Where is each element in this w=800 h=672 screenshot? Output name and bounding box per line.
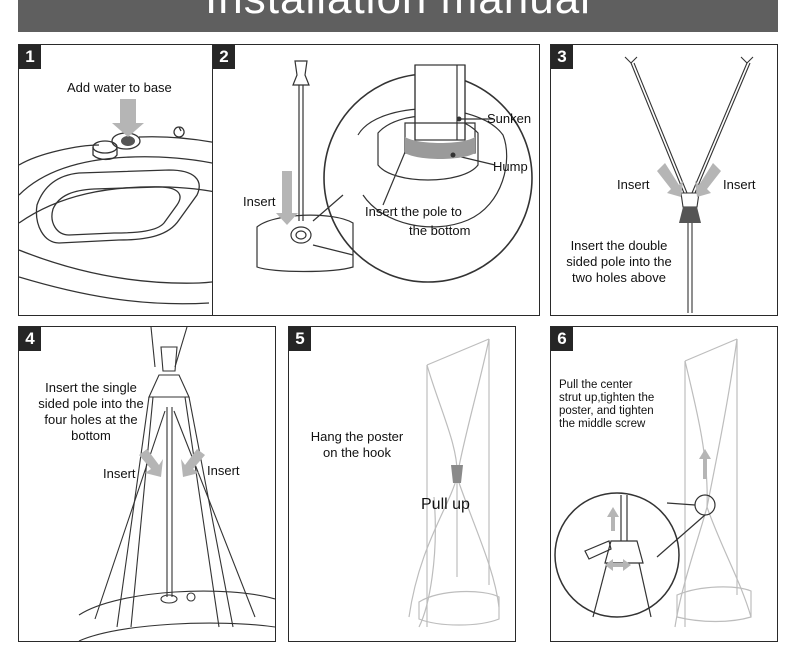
step-number-badge: 2 xyxy=(213,45,235,69)
insert-right-label: Insert xyxy=(207,463,240,478)
pull-up-label: Pull up xyxy=(421,496,470,513)
step-2-instruction-line-1: Insert the pole to xyxy=(365,204,462,219)
step-4-instruction-line-3: four holes at the xyxy=(44,412,138,427)
step-4-panel: 4 Insert the single sided pole into the … xyxy=(18,326,276,642)
step-number-badge: 4 xyxy=(19,327,41,351)
step-2-instruction-line-2: the bottom xyxy=(409,223,471,238)
double-pole-illustration xyxy=(624,56,754,313)
insert-left-label: Insert xyxy=(617,177,650,192)
step-3-instruction-line-3: two holes above xyxy=(572,270,666,285)
step-number-badge: 5 xyxy=(289,327,311,351)
step-6-instruction-line-1: Pull the center xyxy=(559,379,633,391)
header-banner: Installation manual xyxy=(18,0,778,32)
step-4-instruction-line-4: bottom xyxy=(71,428,111,443)
page-title: Installation manual xyxy=(18,0,778,24)
hang-poster-illustration xyxy=(408,338,500,628)
step-3-panel: 3 Insert Insert Insert the double sided … xyxy=(550,44,778,316)
step-4-instruction-line-2: sided pole into the xyxy=(38,396,144,411)
step-5-instruction-line-2: on the hook xyxy=(323,445,391,460)
step-5-instruction-line-1: Hang the poster xyxy=(310,429,404,444)
pole-insert-illustration xyxy=(256,60,533,283)
insert-label: Insert xyxy=(243,194,276,209)
hump-label: Hump xyxy=(493,159,528,174)
step-number-badge: 1 xyxy=(19,45,41,69)
step-4-instruction-line-1: Insert the single xyxy=(45,380,137,395)
step-1-label: Add water to base xyxy=(67,80,172,95)
step-3-instruction: Insert the double sided pole into the tw… xyxy=(553,238,685,286)
step-number-badge: 3 xyxy=(551,45,573,69)
step-3-instruction-line-2: sided pole into the xyxy=(566,254,672,269)
step-4-instruction: Insert the single sided pole into the fo… xyxy=(23,380,159,444)
step-6-instruction-line-3: poster, and tighten xyxy=(559,405,654,417)
step-5-panel: 5 Hang the poster on the hook Pull up xyxy=(288,326,516,642)
insert-right-label: Insert xyxy=(723,177,756,192)
step-2-panel: 2 Insert Sunken Hump Insert the pole to … xyxy=(212,44,540,316)
step-6-instruction: Pull the center strut up,tighten the pos… xyxy=(559,379,654,431)
step-6-instruction-line-4: the middle screw xyxy=(559,418,646,430)
insert-left-label: Insert xyxy=(103,466,136,481)
step-6-instruction-line-2: strut up,tighten the xyxy=(559,392,655,404)
tighten-screw-illustration xyxy=(554,338,752,628)
step-6-panel: 6 Pull the center strut up,tighten the p… xyxy=(550,326,778,642)
step-5-instruction: Hang the poster on the hook xyxy=(297,429,417,461)
step-number-badge: 6 xyxy=(551,327,573,351)
step-3-instruction-line-1: Insert the double xyxy=(570,238,668,253)
sunken-label: Sunken xyxy=(487,111,532,126)
single-pole-illustration xyxy=(78,327,275,641)
